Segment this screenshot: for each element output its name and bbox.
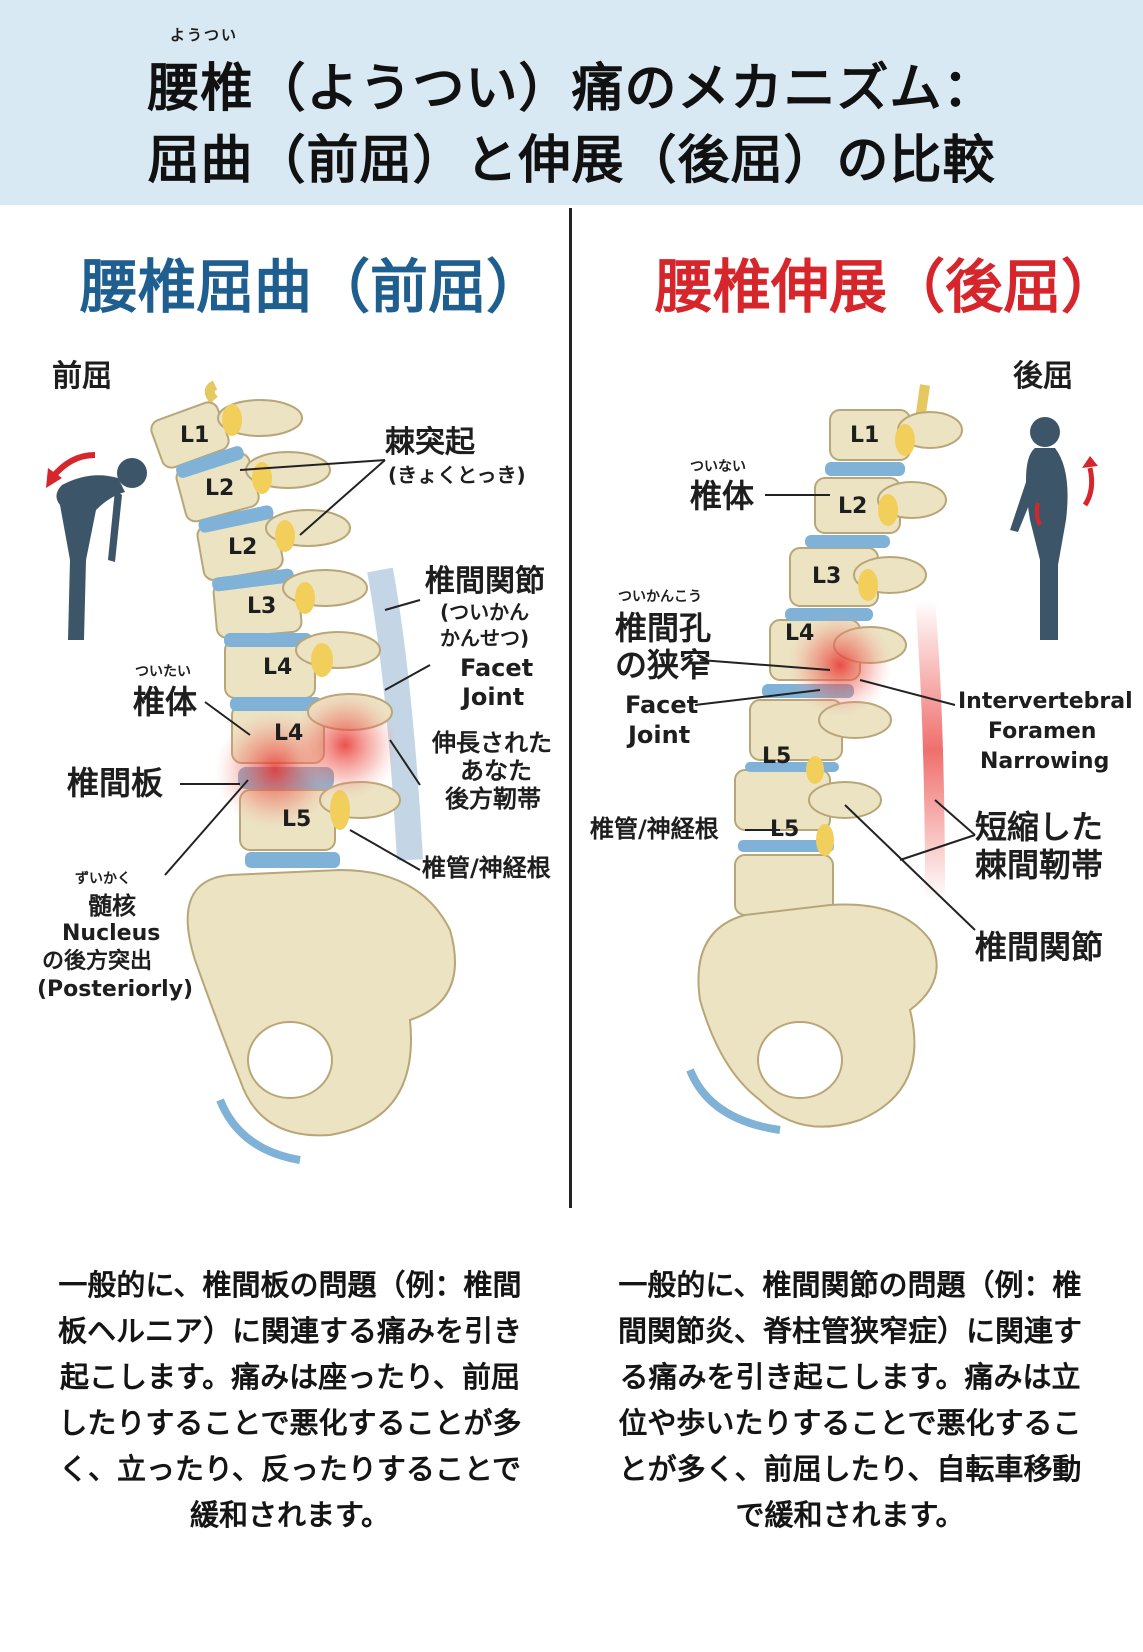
extension-silhouette	[1010, 417, 1068, 640]
left-vertebra-label: L1	[180, 423, 210, 448]
center-divider	[569, 208, 572, 1208]
right-facet-joint-label: 椎間関節	[975, 928, 1104, 966]
right-leader-lines	[694, 494, 976, 931]
foramen-label-1: 椎間孔	[615, 609, 712, 647]
ligament-label-2: あなた	[460, 757, 532, 785]
right-facet-en-1: Facet	[625, 691, 699, 719]
facet-joint-en-2: Joint	[462, 683, 525, 711]
right-body-reading: ついない	[690, 459, 746, 475]
page-title: 腰椎（ようつい）痛のメカニズム：	[147, 59, 996, 119]
left-spine	[150, 380, 456, 1164]
left-description: 一般的に、椎間板の問題（例：椎間板ヘルニア）に関連する痛みを引き起こします。痛み…	[57, 1268, 522, 1532]
left-canal-label: 椎管/神経根	[422, 854, 551, 882]
right-spine	[686, 384, 963, 1134]
right-heading: 腰椎伸展（後屈）	[655, 253, 1120, 321]
spinous-process-label: 棘突起	[385, 425, 475, 460]
nucleus-label: 髄核	[88, 892, 136, 920]
facet-joint-label: 椎間関節	[425, 564, 545, 599]
facet-joint-reading-1: (ついかん	[440, 600, 530, 624]
left-leader-lines	[164, 459, 431, 876]
flexion-silhouette	[56, 458, 147, 640]
ivf-label-2: Foramen	[988, 719, 1097, 744]
header-banner	[0, 0, 1143, 205]
left-vertebra-label: L5	[282, 807, 312, 832]
spinous-process-reading: (きょくとっき)	[388, 463, 526, 487]
left-vertebra-label: L4	[274, 721, 304, 746]
disc-label: 椎間板	[67, 764, 164, 802]
shortened-ligament-1: 短縮した	[975, 808, 1104, 846]
right-facet-en-2: Joint	[628, 721, 691, 749]
left-vertebra-label: L3	[247, 594, 277, 619]
vertebral-body-reading: ついたい	[135, 664, 191, 680]
nucleus-en: Nucleus	[62, 921, 161, 946]
right-pose-label: 後屈	[1013, 359, 1073, 394]
right-vertebra-label: L3	[812, 564, 842, 589]
page-subtitle: 屈曲（前屈）と伸展（後屈）の比較	[147, 131, 996, 191]
shortened-ligament-2: 棘間靭帯	[975, 846, 1104, 884]
ivf-label-3: Narrowing	[980, 749, 1110, 774]
right-vertebra-label: L5	[762, 744, 792, 769]
foramen-label-2: の狭窄	[615, 646, 712, 684]
left-vertebra-label: L2	[228, 535, 258, 560]
left-vertebra-label: L4	[263, 655, 293, 680]
right-vertebra-label: L2	[838, 494, 868, 519]
right-canal-label: 椎管/神経根	[590, 815, 719, 843]
right-vertebra-label: L4	[785, 621, 815, 646]
foramen-reading: ついかんこう	[618, 589, 702, 605]
nucleus-reading: ずいかく	[75, 871, 131, 887]
left-pose-label: 前屈	[52, 359, 112, 394]
nucleus-en-2: (Posteriorly)	[37, 977, 194, 1002]
left-vertebra-label: L2	[205, 476, 235, 501]
ivf-label-1: Intervertebral	[958, 689, 1133, 714]
nucleus-desc: の後方突出	[42, 949, 153, 974]
flexion-arrow	[49, 452, 96, 480]
title-ruby: ようつい	[170, 26, 239, 44]
right-vertebra-label: L5	[770, 817, 800, 842]
ligament-label-3: 後方靭帯	[445, 785, 541, 813]
right-body-label: 椎体	[690, 477, 755, 515]
ligament-label-1: 伸長された	[432, 729, 552, 757]
spine-diagram	[46, 380, 1098, 1164]
left-heading: 腰椎屈曲（前屈）	[80, 253, 545, 321]
facet-joint-reading-2: かんせつ)	[440, 626, 530, 650]
facet-joint-en-1: Facet	[460, 654, 534, 682]
vertebral-body-label: 椎体	[133, 683, 198, 721]
right-vertebra-label: L1	[850, 423, 880, 448]
right-description: 一般的に、椎間関節の問題（例：椎間関節炎、脊柱管狭窄症）に関連する痛みを引き起こ…	[617, 1268, 1082, 1532]
extension-arrow	[1082, 467, 1095, 507]
